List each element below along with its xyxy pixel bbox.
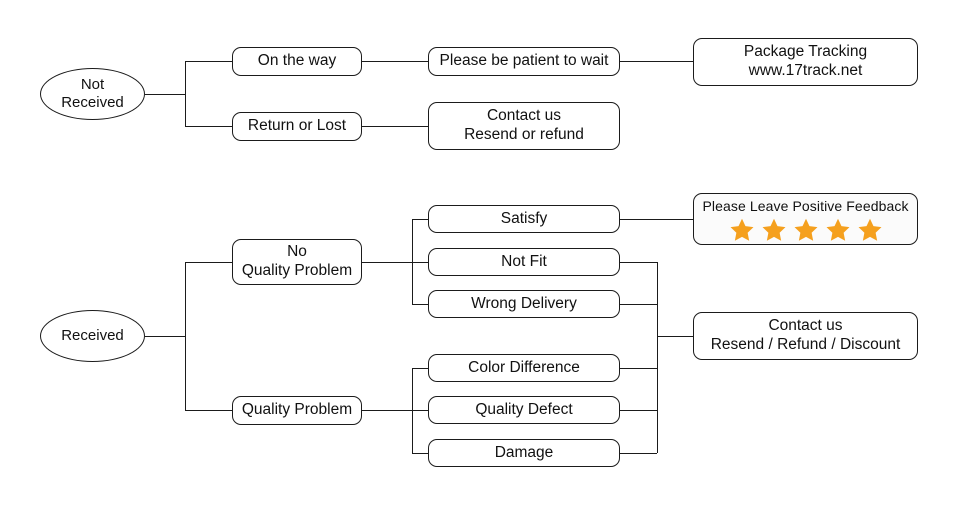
star-icon[interactable] bbox=[793, 217, 819, 243]
node-not-fit[interactable]: Not Fit bbox=[428, 248, 620, 276]
connector-bus-to-no-quality-problem bbox=[185, 262, 232, 263]
connector-nqp-to-not-fit bbox=[412, 262, 428, 263]
connector-bus-to-return-or-lost bbox=[185, 126, 232, 127]
node-not-received[interactable]: Not Received bbox=[40, 68, 145, 120]
connector-not-received-stem bbox=[145, 94, 185, 95]
node-positive-feedback[interactable]: Please Leave Positive Feedback bbox=[693, 193, 918, 245]
node-quality-defect[interactable]: Quality Defect bbox=[428, 396, 620, 424]
node-color-difference[interactable]: Color Difference bbox=[428, 354, 620, 382]
connector-nqp-stem bbox=[362, 262, 412, 263]
connector-qp-to-quality-defect bbox=[412, 410, 428, 411]
star-icon[interactable] bbox=[825, 217, 851, 243]
node-received[interactable]: Received bbox=[40, 310, 145, 362]
node-wrong-delivery[interactable]: Wrong Delivery bbox=[428, 290, 620, 318]
connector-merge-to-resolution bbox=[657, 336, 693, 337]
node-please-be-patient[interactable]: Please be patient to wait bbox=[428, 47, 620, 76]
connector-wrong-delivery-to-merge bbox=[620, 304, 657, 305]
connector-not-fit-to-merge bbox=[620, 262, 657, 263]
node-contact-resend-or-refund[interactable]: Contact us Resend or refund bbox=[428, 102, 620, 150]
connector-merge-bus bbox=[657, 262, 658, 453]
node-contact-resend-refund-discount[interactable]: Contact us Resend / Refund / Discount bbox=[693, 312, 918, 360]
connector-satisfy-to-feedback bbox=[620, 219, 693, 220]
connector-return-or-lost-to-contact bbox=[362, 126, 428, 127]
connector-wait-to-tracking bbox=[620, 61, 693, 62]
connector-qp-to-color-difference bbox=[412, 368, 428, 369]
connector-nqp-to-satisfy bbox=[412, 219, 428, 220]
star-icon[interactable] bbox=[761, 217, 787, 243]
star-icon[interactable] bbox=[857, 217, 883, 243]
connector-not-received-bus bbox=[185, 61, 186, 126]
connector-damage-to-merge bbox=[620, 453, 657, 454]
connector-bus-to-on-the-way bbox=[185, 61, 232, 62]
connector-qp-stem bbox=[362, 410, 412, 411]
node-quality-problem[interactable]: Quality Problem bbox=[232, 396, 362, 425]
star-icon[interactable] bbox=[729, 217, 755, 243]
connector-color-difference-to-merge bbox=[620, 368, 657, 369]
node-no-quality-problem[interactable]: No Quality Problem bbox=[232, 239, 362, 285]
node-damage[interactable]: Damage bbox=[428, 439, 620, 467]
connector-on-the-way-to-wait bbox=[362, 61, 428, 62]
connector-quality-defect-to-merge bbox=[620, 410, 657, 411]
node-satisfy[interactable]: Satisfy bbox=[428, 205, 620, 233]
node-return-or-lost[interactable]: Return or Lost bbox=[232, 112, 362, 141]
connector-nqp-to-wrong-delivery bbox=[412, 304, 428, 305]
node-on-the-way[interactable]: On the way bbox=[232, 47, 362, 76]
connector-bus-to-quality-problem bbox=[185, 410, 232, 411]
node-package-tracking[interactable]: Package Tracking www.17track.net bbox=[693, 38, 918, 86]
connector-qp-to-damage bbox=[412, 453, 428, 454]
connector-received-bus bbox=[185, 262, 186, 410]
feedback-label: Please Leave Positive Feedback bbox=[702, 197, 909, 214]
star-rating[interactable] bbox=[729, 217, 883, 243]
connector-received-stem bbox=[145, 336, 185, 337]
